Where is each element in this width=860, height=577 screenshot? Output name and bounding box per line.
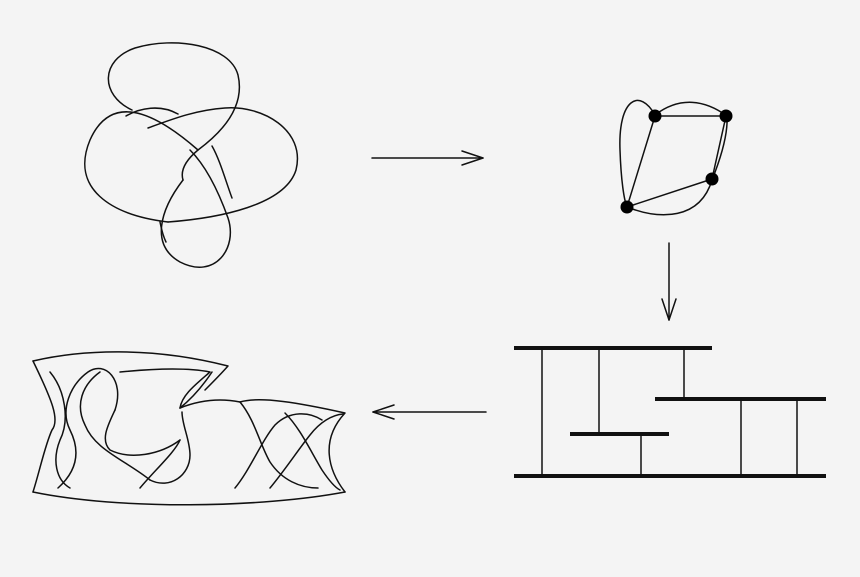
planar-graph	[619, 99, 733, 216]
arrow-down	[661, 242, 677, 321]
graph-vertex	[648, 109, 662, 123]
graph-vertex	[620, 200, 634, 214]
knot-diagram	[84, 42, 299, 268]
twisted-band-surface	[32, 351, 346, 506]
graph-vertex	[719, 109, 733, 123]
arrow-right	[371, 150, 484, 166]
graph-vertex	[705, 172, 719, 186]
bar-rung-diagram	[514, 346, 826, 478]
arrow-left	[372, 404, 487, 420]
